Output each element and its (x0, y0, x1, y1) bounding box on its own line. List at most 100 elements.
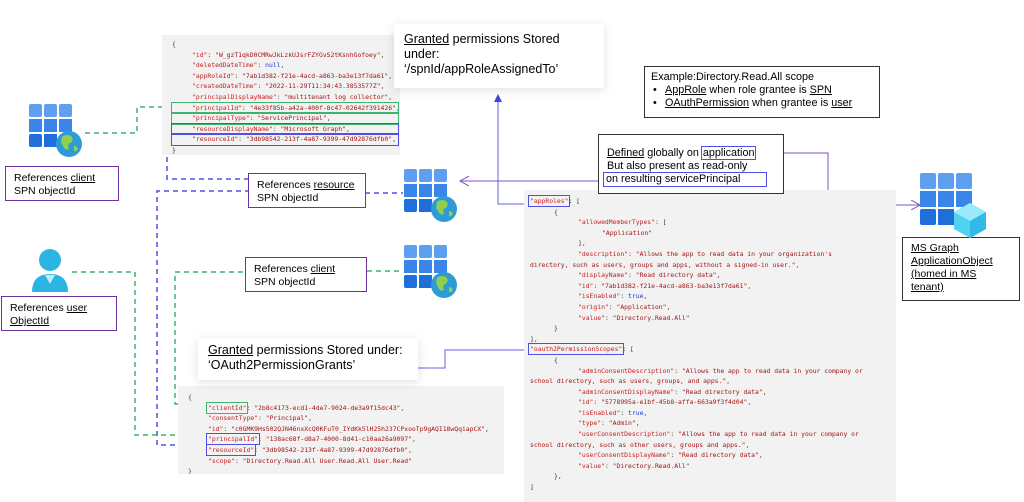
json-key-principalId: "principalId" (192, 103, 243, 112)
code-line: "principalType": "ServicePrincipal", (171, 112, 399, 125)
callout-path: ‘/spnId/appRoleAssignedTo’ (404, 62, 559, 76)
callout-text: under: (404, 47, 440, 61)
code-line: "appRoleId": "7ab1d382-f21e-4acd-a863-ba… (172, 71, 400, 82)
code-punct: : (604, 461, 613, 470)
json-value-description: "Allows the app to read data in your org… (635, 249, 832, 258)
code-line: school directory, such as other users, g… (530, 440, 896, 451)
code-punct: : (257, 61, 266, 70)
example-scope-box: Example:Directory.Read.All scope AppRole… (644, 66, 880, 118)
label-term: client (70, 172, 96, 184)
json-value-createdDateTime: "2022-11-29T11:34:43.3853577Z" (265, 82, 381, 91)
json-value-id: "5778995a-e1bf-45b8-affa-663a9f3f4d04" (601, 398, 748, 407)
code-line: "displayName": "Read directory data", (530, 270, 896, 281)
arrow-approles-to-callout (494, 94, 528, 205)
code-punct: : (670, 451, 679, 460)
code-line: "scope": "Directory.Read.All User.Read.A… (188, 456, 504, 467)
json-key-value: "value" (578, 313, 605, 322)
callout-text: permissions Stored under: (253, 343, 403, 357)
code-line: "adminConsentDescription": "Allows the a… (530, 366, 896, 377)
code-line: } (188, 466, 504, 474)
code-punct: : (234, 456, 243, 465)
app-registration-cube-icon (920, 173, 986, 238)
code-punct: ], (530, 334, 538, 343)
label-term: (homed in MS (911, 268, 977, 280)
label-term: user (66, 302, 88, 314)
code-punct: , (411, 435, 416, 444)
label-text: SPN objectId (14, 185, 76, 197)
code-line: "Application" (530, 228, 896, 239)
code-punct: , (326, 114, 331, 123)
json-key-deletedDateTime: "deletedDateTime" (192, 61, 258, 70)
code-line: "resourceId": "3db98542-213f-4a87-9399-4… (171, 133, 399, 146)
enterprise-app-globe-icon (404, 245, 457, 298)
code-punct: : (674, 366, 682, 375)
code-punct: : (620, 408, 629, 417)
json-value-principalDisplayName: "multitenant log collector" (284, 92, 389, 101)
callout-path: ‘OAuth2PermissionGrants’ (208, 358, 356, 372)
code-punct: : (276, 92, 285, 101)
json-key-id: "id" (192, 50, 208, 59)
code-punct: , (643, 408, 648, 417)
callout-app-role-assigned-to: Granted permissions Stored under: ‘/spnI… (394, 24, 604, 88)
json-value-resourceId: "3db98542-213f-4a87-9399-47d92876dfb0" (261, 445, 409, 454)
json-key-id: "id" (208, 424, 224, 433)
code-punct: : (620, 292, 629, 301)
json-value-principalId: "138ac68f-d8a7-4000-8d41-c10aa26a9097" (265, 435, 412, 444)
json-key-origin: "origin" (578, 302, 609, 311)
code-line: ] (530, 482, 896, 493)
code-line: { (530, 207, 896, 218)
label-ms-graph-application-object: MS Graph ApplicationObject (homed in MS … (902, 237, 1020, 301)
code-punct: } (188, 467, 192, 474)
code-line: "clientId": "2b8c4173-ecd1-4de7-9024-de3… (188, 401, 504, 414)
code-punct: : (257, 82, 266, 91)
enterprise-app-globe-icon (404, 169, 457, 222)
code-line: "adminConsentDisplayName": "Read directo… (530, 387, 896, 398)
code-punct: : (601, 419, 609, 428)
code-line: "userConsentDisplayName": "Read director… (530, 450, 896, 461)
json-key-createdDateTime: "createdDateTime" (192, 82, 258, 91)
json-value-consentType: "Principal" (265, 414, 309, 423)
json-key-principalDisplayName: "principalDisplayName" (192, 92, 277, 101)
json-key-description: "description" (578, 249, 629, 258)
code-punct: , (747, 398, 752, 407)
code-line: "isEnabled": true, (530, 291, 896, 302)
label-text: References (257, 179, 314, 191)
label-text: References (10, 302, 67, 314)
code-punct: }, (554, 472, 562, 481)
code-line: "value": "Directory.Read.All" (530, 461, 896, 472)
code-line: "value": "Directory.Read.All" (530, 313, 896, 324)
code-line: } (172, 145, 400, 155)
code-string: school directory, such as users, groups,… (530, 377, 731, 386)
code-line: ], (530, 238, 896, 249)
code-punct: , (762, 387, 767, 396)
code-punct: , (345, 124, 350, 133)
callout-oauth2-permission-grants: Granted permissions Stored under: ‘OAuth… (198, 338, 418, 380)
label-text: SPN objectId (257, 192, 319, 204)
bullet-term: SPN (809, 84, 832, 96)
code-line: } (530, 323, 896, 334)
json-key-appRoles: "appRoles" (527, 195, 571, 207)
label-term: client (310, 263, 336, 275)
json-value-principalId: "4e33f85b-a42a-400f-8c47-02642f391426" (249, 103, 396, 112)
code-line: ], (530, 334, 896, 345)
code-punct: , (666, 302, 671, 311)
bullet-term: OAuthPermission (665, 97, 750, 109)
code-punct: , (280, 61, 285, 70)
code-punct: : (593, 398, 602, 407)
label-term: MS Graph (911, 242, 959, 254)
code-line: "principalId": "4e33f85b-a42a-400f-8c47-… (171, 101, 400, 115)
code-punct: { (172, 40, 176, 48)
example-title: Example:Directory.Read.All scope (651, 71, 815, 83)
code-line: "id": "5778995a-e1bf-45b8-affa-663a9f3f4… (530, 397, 896, 408)
json-value-principalType: "ServicePrincipal" (257, 114, 327, 123)
code-punct: : (258, 414, 266, 423)
callout-granted-word: Granted (208, 343, 254, 357)
json-key-resourceId: "resourceId" (205, 443, 257, 456)
code-line: "isEnabled": true, (530, 408, 896, 419)
code-punct: : [ (568, 197, 581, 205)
label-references-client-spn-mid: References client SPN objectId (245, 257, 367, 292)
green-link-client-principalid (85, 106, 192, 134)
code-punct: : (242, 103, 250, 112)
json-key-consentType: "consentType" (208, 414, 259, 423)
code-punct: , (395, 103, 400, 112)
